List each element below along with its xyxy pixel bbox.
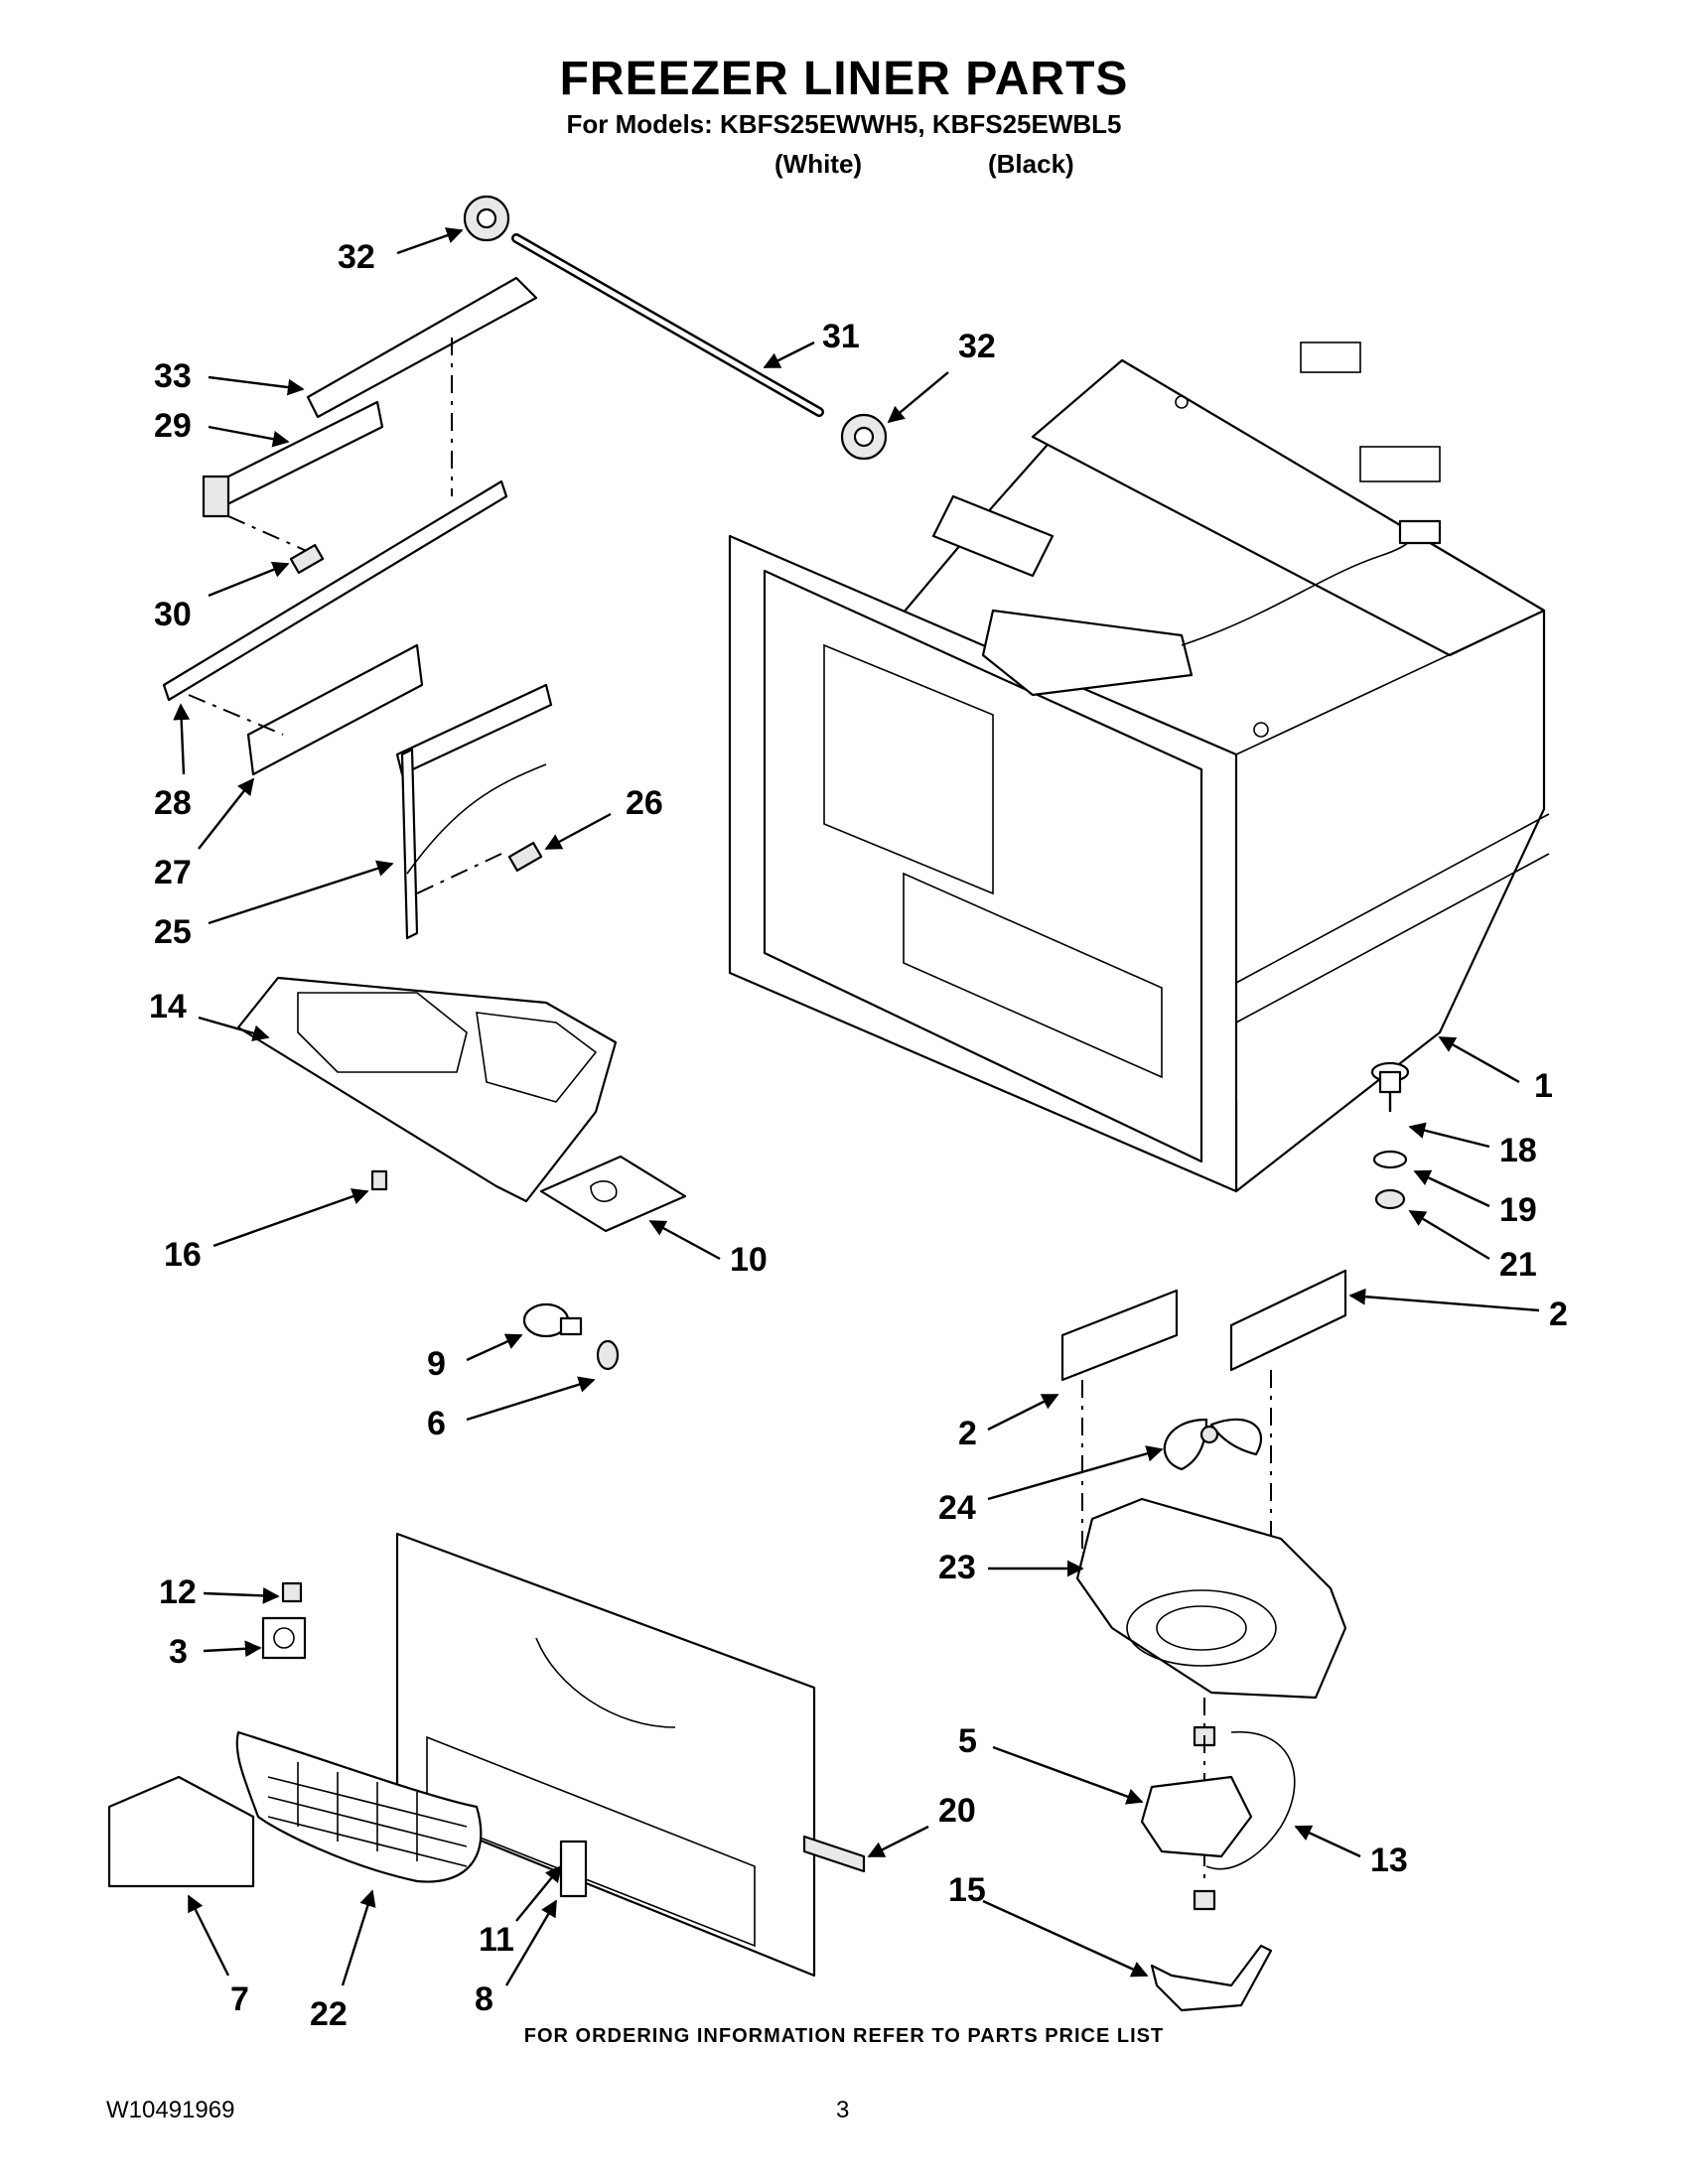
callout-10: 10 xyxy=(730,1241,768,1279)
callout-25: 25 xyxy=(154,913,192,951)
callout-30: 30 xyxy=(154,596,192,633)
freezer-liner xyxy=(728,341,1550,1193)
callout-23: 23 xyxy=(938,1549,976,1586)
callout-5: 5 xyxy=(958,1722,977,1760)
document-number: W10491969 xyxy=(106,2097,235,2123)
callout-2-left: 2 xyxy=(958,1415,977,1452)
callout-8: 8 xyxy=(475,1980,493,2018)
callout-7: 7 xyxy=(230,1980,249,2018)
callout-29: 29 xyxy=(154,407,192,445)
callout-15: 15 xyxy=(948,1871,986,1909)
callout-32-mid: 32 xyxy=(958,328,996,365)
drain-parts xyxy=(1370,1061,1410,1210)
callout-20: 20 xyxy=(938,1792,976,1830)
callout-6: 6 xyxy=(427,1405,446,1442)
light-bulb-socket xyxy=(522,1302,620,1371)
ice-tray-cover xyxy=(236,976,687,1233)
callout-32-top: 32 xyxy=(338,238,375,276)
callout-26: 26 xyxy=(626,784,663,822)
callout-19: 19 xyxy=(1499,1191,1537,1229)
variant-black-label: (Black) xyxy=(988,149,1074,179)
callout-labels: 32 31 32 33 29 30 28 27 26 25 14 1 18 19… xyxy=(149,227,1568,2033)
variant-white-label: (White) xyxy=(774,149,863,179)
callout-22: 22 xyxy=(310,1995,348,2033)
page-number: 3 xyxy=(836,2097,850,2123)
callout-27: 27 xyxy=(154,854,192,891)
callout-11: 11 xyxy=(479,1921,514,1959)
rear-panel xyxy=(107,1532,866,1978)
callout-9: 9 xyxy=(427,1345,446,1383)
callout-12: 12 xyxy=(159,1573,197,1611)
models-subtitle: For Models: KBFS25EWWH5, KBFS25EWBL5 xyxy=(566,109,1122,139)
fan-motor-bracket xyxy=(1140,1698,1296,2012)
callout-28: 28 xyxy=(154,784,192,822)
callout-14: 14 xyxy=(149,988,187,1025)
callout-31: 31 xyxy=(822,318,860,355)
callout-21: 21 xyxy=(1499,1246,1537,1284)
callout-2-right: 2 xyxy=(1549,1296,1568,1333)
callout-33: 33 xyxy=(154,357,192,395)
rail-assembly xyxy=(162,195,888,940)
vent-grille-pattern xyxy=(267,1762,468,1867)
callout-24: 24 xyxy=(938,1489,976,1527)
callout-3: 3 xyxy=(169,1633,188,1671)
page-title: FREEZER LINER PARTS xyxy=(559,53,1129,105)
ordering-information-note: FOR ORDERING INFORMATION REFER TO PARTS … xyxy=(523,2025,1165,2047)
foam-blocks xyxy=(1060,1269,1347,1549)
callout-13: 13 xyxy=(1370,1842,1408,1879)
callout-18: 18 xyxy=(1499,1132,1537,1169)
fan-assembly xyxy=(1075,1418,1347,1700)
callout-1: 1 xyxy=(1534,1067,1553,1105)
callout-16: 16 xyxy=(164,1236,202,1274)
